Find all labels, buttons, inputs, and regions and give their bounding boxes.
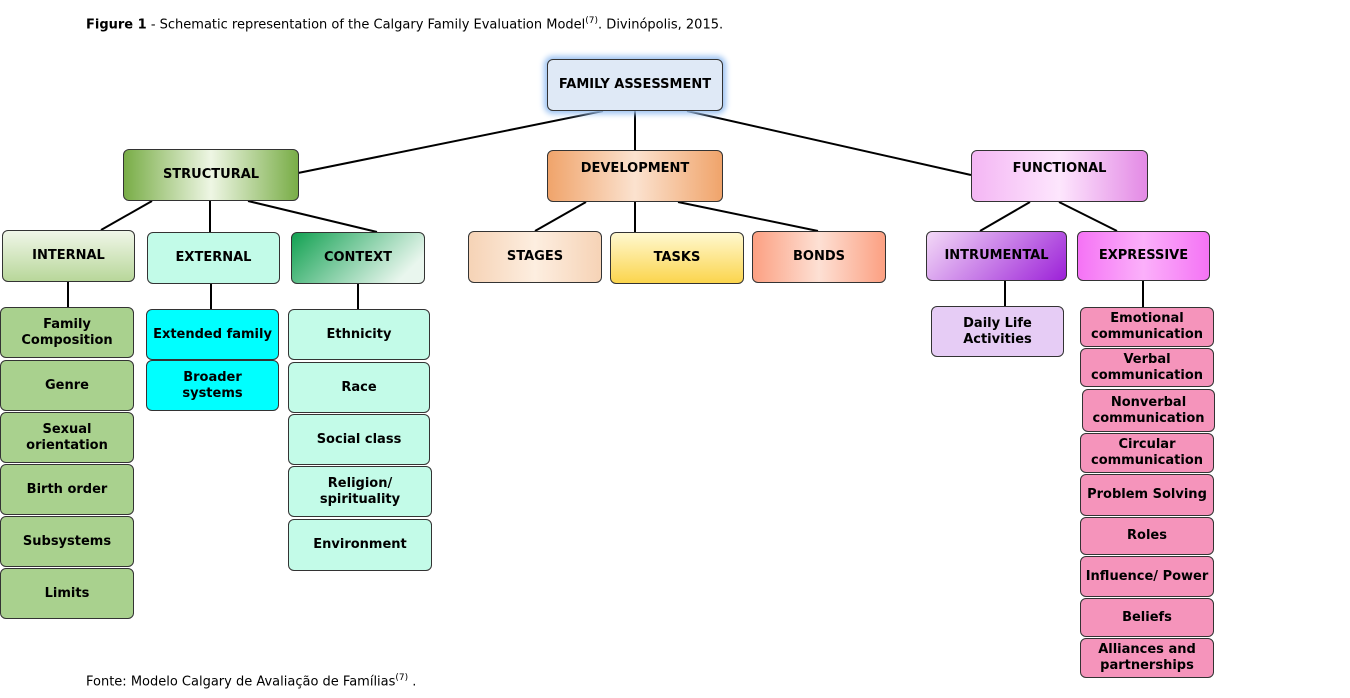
- development-node: DEVELOPMENT: [547, 150, 723, 202]
- external-item: Broader systems: [146, 360, 279, 411]
- figure-caption: Figure 1 - Schematic representation of t…: [86, 16, 723, 32]
- expressive-node: EXPRESSIVE: [1077, 231, 1210, 281]
- context-node: CONTEXT: [291, 232, 425, 284]
- footer-suffix: .: [408, 674, 417, 690]
- footer-ref: (7): [395, 673, 409, 683]
- internal-item: Limits: [0, 568, 134, 619]
- footer-text: Fonte: Modelo Calgary de Avaliação de Fa…: [86, 674, 396, 690]
- figure-label: Figure 1: [86, 17, 147, 33]
- expressive-item: Roles: [1080, 517, 1214, 555]
- source-footer: Fonte: Modelo Calgary de Avaliação de Fa…: [86, 673, 416, 689]
- external-item: Extended family: [146, 309, 279, 360]
- connector: [534, 201, 587, 232]
- expressive-item: Emotional communication: [1080, 307, 1214, 347]
- connector: [979, 201, 1031, 232]
- caption-ref: (7): [585, 16, 599, 26]
- expressive-item: Problem Solving: [1080, 474, 1214, 516]
- family-assessment-node: FAMILY ASSESSMENT: [547, 59, 723, 111]
- bonds-node: BONDS: [752, 231, 886, 283]
- expressive-item: Nonverbal communication: [1082, 389, 1215, 432]
- expressive-item: Circular communication: [1080, 433, 1214, 473]
- caption-suffix: . Divinópolis, 2015.: [598, 17, 724, 33]
- expressive-item: Verbal communication: [1080, 348, 1214, 387]
- context-item: Social class: [288, 414, 430, 465]
- expressive-item: Beliefs: [1080, 598, 1214, 637]
- instrumental-node: INTRUMENTAL: [926, 231, 1067, 281]
- context-item: Religion/ spirituality: [288, 466, 432, 517]
- internal-item: Subsystems: [0, 516, 134, 567]
- context-item: Ethnicity: [288, 309, 430, 360]
- connector: [686, 110, 972, 176]
- caption-text: - Schematic representation of the Calgar…: [146, 17, 586, 33]
- connector: [1058, 201, 1118, 232]
- connector: [100, 200, 153, 231]
- internal-item: Sexual orientation: [0, 412, 134, 463]
- internal-item: Family Composition: [0, 307, 134, 358]
- functional-node: FUNCTIONAL: [971, 150, 1148, 202]
- structural-node: STRUCTURAL: [123, 149, 299, 201]
- instrumental-item: Daily Life Activities: [931, 306, 1064, 357]
- expressive-item: Alliances and partnerships: [1080, 638, 1214, 678]
- connector: [247, 200, 378, 233]
- context-item: Race: [288, 362, 430, 413]
- expressive-item: Influence/ Power: [1080, 556, 1214, 597]
- connector: [297, 110, 604, 174]
- internal-item: Birth order: [0, 464, 134, 515]
- external-node: EXTERNAL: [147, 232, 280, 284]
- internal-item: Genre: [0, 360, 134, 411]
- tasks-node: TASKS: [610, 232, 744, 284]
- connector: [677, 201, 819, 232]
- internal-node: INTERNAL: [2, 230, 135, 282]
- stages-node: STAGES: [468, 231, 602, 283]
- context-item: Environment: [288, 519, 432, 571]
